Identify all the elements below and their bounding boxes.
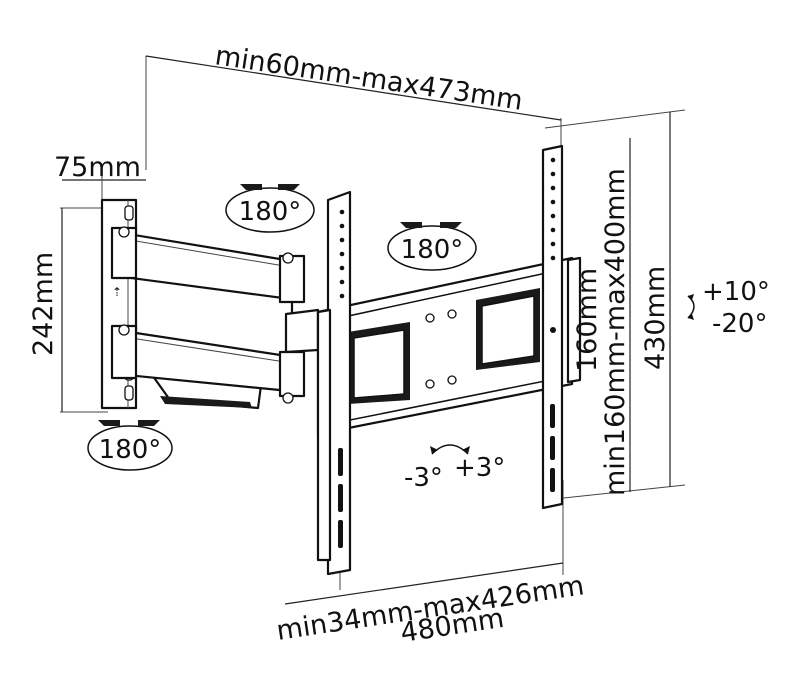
rotate-arrow-icon <box>430 444 470 455</box>
bracket-rail-label: 160mm <box>572 268 603 372</box>
tilt-down-label: -20° <box>712 309 767 339</box>
wall-plate-height-dimension <box>60 207 108 413</box>
swivel-wall-label: 180° <box>99 435 162 465</box>
wall-plate-width-label: 75mm <box>54 152 141 183</box>
vesa-vertical-label: min160mm-max400mm <box>600 168 631 496</box>
plate-height-label: 430mm <box>640 266 671 370</box>
svg-text:⇡: ⇡ <box>112 285 122 299</box>
swivel-head-badge: 180° <box>387 222 477 271</box>
swivel-head-label: 180° <box>401 235 464 265</box>
swivel-arm-badge: 180° <box>225 184 315 233</box>
tilt-up-label: +10° <box>702 277 770 307</box>
rotate-left-label: -3° <box>404 463 443 493</box>
swivel-arm-label: 180° <box>239 197 302 227</box>
tilt-arrow-icon <box>687 294 695 320</box>
top-width-dimension <box>145 55 562 170</box>
right-vertical-rail <box>541 144 582 510</box>
wall-plate-width-dimension <box>62 168 146 205</box>
rotate-right-label: +3° <box>454 453 505 483</box>
swivel-wall-badge: 180° <box>87 420 173 471</box>
tv-plate <box>316 256 574 436</box>
wall-plate-height-label: 242mm <box>28 252 59 356</box>
plate-height-dimension <box>544 109 686 501</box>
articulating-arms <box>110 226 320 410</box>
top-width-label: min60mm-max473mm <box>213 40 525 117</box>
left-vertical-rail <box>316 190 352 576</box>
